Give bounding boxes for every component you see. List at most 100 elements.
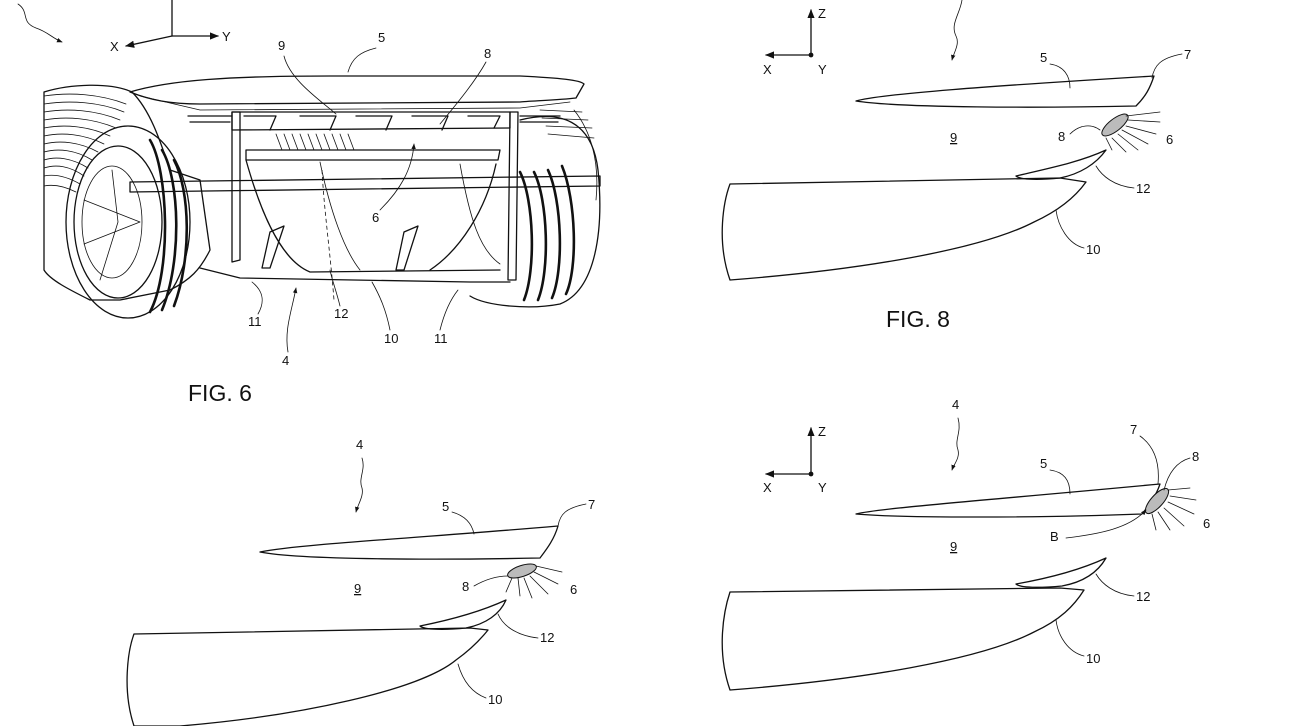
leader-arrow [17,3,63,43]
figure-6: Y X [17,0,601,406]
axis-z-label: Z [818,6,826,21]
ref-5: 5 [1040,50,1047,65]
left-fender-hatching [43,93,127,193]
axis-z-label: Z [818,424,826,439]
ref-7: 7 [588,497,595,512]
ref-5: 5 [442,499,449,514]
leader-4 [286,287,298,353]
ref-8: 8 [462,579,469,594]
ref-8: 8 [1058,129,1065,144]
bottom-right-reference-labels: 5 7 8 9 B 6 12 10 [950,422,1210,666]
leader-7 [1151,53,1183,79]
flap-12 [1015,557,1107,588]
axis-x-label: X [763,480,772,495]
airfoil-5 [855,75,1155,108]
figure-caption-8: FIG. 8 [886,306,950,332]
ref-12: 12 [540,630,554,645]
nozzle-8 [1101,113,1129,137]
leader-8 [1163,457,1191,491]
leader-12 [1095,165,1135,189]
leader-12 [1095,573,1135,597]
ref-12: 12 [1136,181,1150,196]
figure-bottom-right: Z X Y 4 5 7 8 9 B 6 12 10 [721,397,1210,691]
leader-4 [355,457,364,513]
leader-10 [371,281,391,331]
leader-10 [1055,619,1085,657]
nozzle-8 [507,563,537,579]
figure-caption-6: FIG. 6 [188,380,252,406]
leader-7 [557,503,587,527]
axis-y-label: Y [222,29,231,44]
ref-9: 9 [950,130,957,145]
ref-6: 6 [1203,516,1210,531]
diffuser-10 [721,177,1087,281]
flow-arrow-B [1065,509,1147,539]
left-rear-wheel [65,125,191,319]
ref-5: 5 [1040,456,1047,471]
ref-8: 8 [1192,449,1199,464]
leader-5 [451,511,475,535]
figure-bottom-left: 4 5 7 9 8 6 12 10 [126,437,595,726]
axis-y-label: Y [818,62,827,77]
spray-lines [1105,111,1161,153]
leader-8 [473,575,509,587]
ref-11-left: 11 [248,314,262,329]
ref-8: 8 [484,46,491,61]
diffuser-10 [721,587,1085,691]
leader-11-left [251,281,263,315]
ref-12: 12 [1136,589,1150,604]
leader-5 [347,47,377,73]
flap-12 [419,599,507,630]
spray-lines [505,565,563,599]
leader-12 [329,269,341,307]
ref-6: 6 [372,210,379,225]
airfoil-5 [259,525,559,560]
axis-x-label: X [763,62,772,77]
axis-x-label: X [110,39,119,54]
diffuser-10 [126,627,489,726]
figure-8: Z X Y 5 7 9 8 6 12 10 FIG. 8 [721,0,1191,332]
leader-12 [497,613,539,639]
leader-arrow [951,0,963,61]
ref-6: 6 [570,582,577,597]
ref-9: 9 [354,581,361,596]
ref-6: 6 [1166,132,1173,147]
fig8-reference-labels: 5 7 9 8 6 12 10 [950,47,1191,257]
ref-7: 7 [1184,47,1191,62]
ref-4: 4 [282,353,289,368]
leader-9 [283,55,337,115]
axis-triad-fig8: Z X Y [763,6,827,77]
leader-11-right [439,289,459,331]
leader-8 [1069,125,1101,135]
right-rear-wheel [469,109,601,308]
ref-10: 10 [1086,651,1100,666]
ref-7: 7 [1130,422,1137,437]
fig6-reference-labels: 5 9 8 6 11 12 10 11 4 [248,30,491,368]
ref-4: 4 [356,437,363,452]
leader-6 [379,143,416,211]
ref-9: 9 [278,38,285,53]
leader-8 [439,61,487,125]
axis-triad-fig6: Y X [110,0,231,54]
ref-4: 4 [952,397,959,412]
ref-10: 10 [488,692,502,707]
leader-5 [1049,469,1071,495]
leader-4 [951,417,960,471]
ref-11-right: 11 [434,331,448,346]
ref-5: 5 [378,30,385,45]
leader-10 [1055,209,1085,249]
ref-10: 10 [1086,242,1100,257]
bottom-left-reference-labels: 5 7 9 8 6 12 10 [354,497,595,707]
ref-B: B [1050,529,1059,544]
leader-10 [457,663,487,699]
airfoil-5 [855,483,1161,518]
spray-lines [1151,487,1197,531]
flap-12 [1015,149,1107,180]
diffuser-assembly [129,111,601,301]
ref-12: 12 [334,306,348,321]
axis-triad-bottom-right: Z X Y [763,424,827,495]
axis-y-label: Y [818,480,827,495]
leader-5 [1049,63,1071,89]
